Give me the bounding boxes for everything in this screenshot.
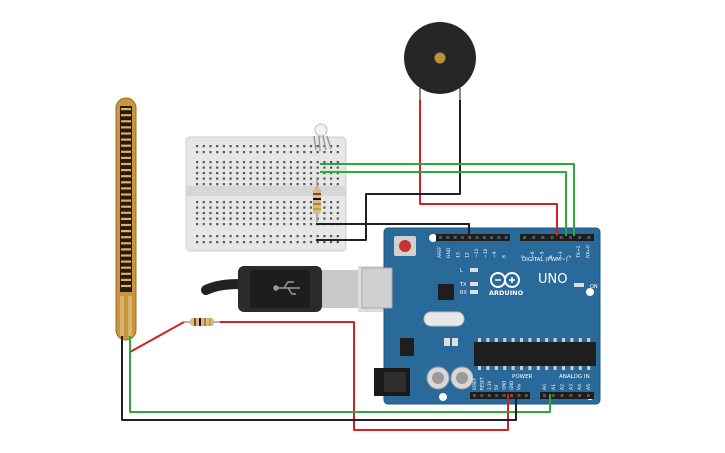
analog-pin-label: A0	[542, 384, 548, 390]
power-pin-label: 5V	[494, 384, 499, 390]
digital-pin-label: AREF	[437, 246, 443, 258]
digital-pin-label: 2	[567, 255, 573, 258]
power-header	[470, 392, 530, 399]
wire-black-gnd-breadboard[interactable]	[316, 223, 470, 236]
power-header-label: POWER	[512, 374, 533, 380]
arduino-logo	[490, 272, 520, 288]
digital-header-right	[520, 234, 594, 241]
digital-pin-label: ~6	[530, 251, 536, 258]
led-label-tx: TX	[459, 282, 467, 288]
digital-pin-label: ~3	[558, 251, 564, 258]
status-leds: L TX RX	[459, 268, 478, 296]
digital-pin-label: ~11	[474, 248, 480, 258]
power-pin-label: GND	[509, 381, 514, 390]
digital-pin-label: ~9	[492, 251, 498, 258]
digital-header-label: DIGITAL (PWM~)	[522, 257, 568, 263]
power-pin-label: IOREF	[472, 377, 477, 390]
digital-pin-label: ~10	[483, 248, 489, 258]
resistor-breadboard[interactable]	[313, 180, 321, 222]
digital-header-left	[436, 234, 510, 241]
wire-green-led-1[interactable]	[320, 163, 575, 236]
status-led	[470, 268, 478, 272]
analog-pin-label: A2	[560, 384, 566, 390]
model-label: UNO	[538, 272, 567, 287]
wire-red-flex[interactable]	[129, 321, 185, 353]
arduino-uno[interactable]: L TX RX ON ARDUINO UNO DIGITAL (PWM~) POWE…	[361, 227, 601, 405]
led-label-rx: RX	[460, 290, 467, 296]
atmega-chip	[474, 342, 596, 366]
usb-icon	[273, 281, 300, 295]
analog-pin-label: A5	[586, 384, 592, 390]
reset-button[interactable]	[394, 236, 416, 256]
wire-black-gnd[interactable]	[121, 336, 517, 421]
brand-label: ARDUINO	[489, 289, 524, 297]
wire-black-buzzer[interactable]	[316, 100, 461, 241]
digital-pin-label: 12	[465, 252, 471, 258]
on-label: ON	[590, 284, 598, 290]
power-pin-label: 3.3V	[487, 381, 492, 390]
analog-pin-label: A1	[551, 384, 557, 390]
piezo-buzzer[interactable]	[404, 22, 476, 100]
analog-pin-label: A3	[568, 384, 574, 390]
digital-pin-label: 4	[549, 255, 555, 258]
power-pin-label: GND	[502, 381, 507, 390]
power-pin-label: Vin	[516, 383, 521, 390]
breadboard[interactable]	[185, 136, 347, 252]
analog-pin-label: A4	[577, 384, 583, 390]
digital-pin-label: 7	[521, 255, 527, 258]
digital-pin-label: 13	[455, 252, 461, 258]
wire-red-5v[interactable]	[220, 321, 509, 431]
status-led	[470, 282, 478, 286]
rgb-led[interactable]	[313, 123, 332, 152]
wire-green-led-2[interactable]	[320, 171, 567, 236]
analog-header	[540, 392, 594, 399]
header-holes	[439, 236, 591, 397]
usb-port	[361, 267, 393, 309]
digital-pin-label: TX→1	[576, 245, 582, 259]
status-led	[470, 290, 478, 294]
power-pin-label: RESET	[479, 377, 484, 390]
chip-pins	[478, 338, 591, 370]
usb-cable[interactable]	[201, 266, 388, 312]
breadboard-holes	[196, 145, 339, 244]
resistor-flex[interactable]	[184, 318, 220, 326]
digital-pin-label: RX←0	[585, 245, 591, 258]
digital-pin-label: GND	[446, 247, 452, 258]
analog-header-label: ANALOG IN	[559, 374, 590, 380]
wire-green-a0[interactable]	[129, 336, 551, 413]
wires	[121, 100, 575, 431]
digital-pin-label: ~5	[539, 251, 545, 258]
flex-sensor-traces	[121, 108, 131, 288]
digital-pin-label: 8	[501, 255, 507, 258]
flex-sensor[interactable]	[115, 97, 137, 341]
wire-red-buzzer[interactable]	[419, 100, 558, 236]
crystal	[423, 311, 465, 327]
on-led	[574, 283, 584, 287]
led-label-l: L	[460, 268, 463, 274]
